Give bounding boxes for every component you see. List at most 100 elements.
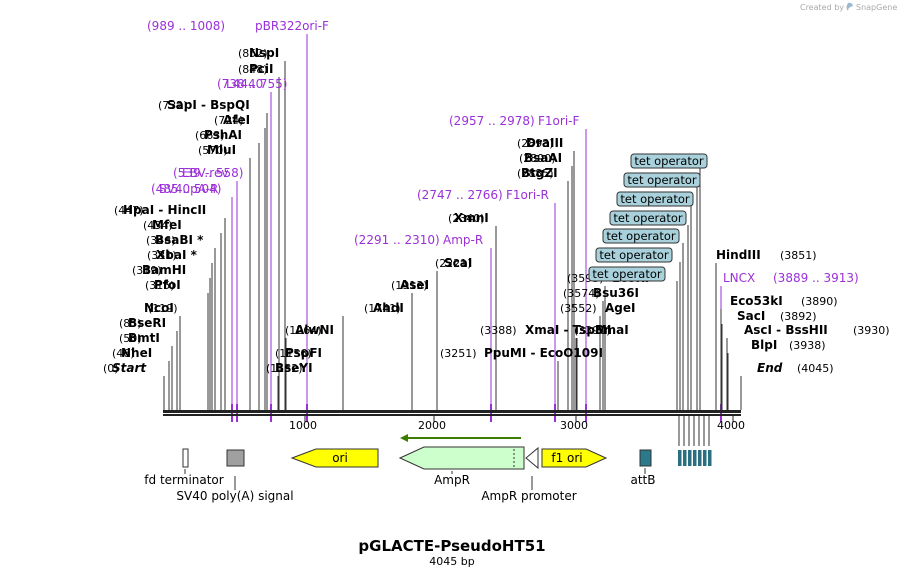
site-position-smai: (3390) xyxy=(574,324,611,337)
site-name-pshai: PshAI xyxy=(204,128,242,142)
site-name-pspfi: PspFI xyxy=(285,346,322,360)
site-name-bsabi: BsaBI * xyxy=(155,233,204,247)
plasmid-length: 4045 bp xyxy=(429,555,474,568)
tet-operator-block-7 xyxy=(708,450,712,466)
site-position-nspi: (852) xyxy=(238,47,268,60)
site-position-sv40pa-r: (485 .. 504) xyxy=(151,182,221,196)
plasmid-name: pGLACTE-PseudoHT51 xyxy=(358,537,545,555)
site-position-draiii: (2893) xyxy=(517,137,554,150)
site-name-f1ori-r: F1ori-R xyxy=(506,188,549,202)
site-position-mlui: (570) xyxy=(198,144,228,157)
site-position-ebv-rev: (539 .. 558) xyxy=(173,166,243,180)
tet-operator-badge-7 xyxy=(588,266,666,282)
site-name-bamhi: BamHI xyxy=(142,263,186,277)
tet-operator-label-5: tet operator xyxy=(606,229,675,243)
site-position-xmni: (2340) xyxy=(448,212,485,225)
site-position-bseri: (85) xyxy=(119,317,142,330)
tet-operator-label-2: tet operator xyxy=(627,173,696,187)
site-name-ncoi: NcoI xyxy=(144,301,174,315)
sv40-polya-mark xyxy=(226,449,245,467)
site-name-bsaai: BsaAI xyxy=(524,151,562,165)
site-position-lncx: (3889 .. 3913) xyxy=(773,271,859,285)
site-position-asei: (1913) xyxy=(391,279,428,292)
tet-operator-badge-1 xyxy=(630,153,708,169)
site-name-sv40pa-r: SV40pA-R xyxy=(159,182,218,196)
site-name-ebv-rev: EBV-rev xyxy=(182,166,228,180)
site-position-nhei: (46) xyxy=(112,347,135,360)
ampr-promoter-arrow xyxy=(525,446,539,470)
credit-brand: SnapGene xyxy=(856,3,897,12)
site-name-l4440: L4440 xyxy=(226,77,263,91)
feature-ampr-promoter: AmpR promoter xyxy=(481,489,576,503)
site-name-mlui: MluI xyxy=(207,143,236,157)
tet-operator-label-1: tet operator xyxy=(634,154,703,168)
site-position-alwni: (1264) xyxy=(285,324,322,337)
attb-mark xyxy=(639,449,652,467)
site-position-bamhi: (319) xyxy=(132,264,162,277)
site-name-smai: SmaI xyxy=(595,323,629,337)
site-leader-lines xyxy=(163,34,742,422)
backbone-strand-top xyxy=(163,410,741,413)
site-position-saci: (3892) xyxy=(780,310,817,323)
site-position-bsabi: (346) xyxy=(146,234,176,247)
site-name-lncx: LNCX xyxy=(723,271,755,285)
site-position-agei: (3552) xyxy=(560,302,597,315)
ruler-label-4000: 4000 xyxy=(717,419,745,432)
tet-operator-badge-4 xyxy=(609,210,687,226)
features: fd terminator SV40 poly(A) signal ori Am… xyxy=(144,416,712,503)
site-name-agei: AgeI xyxy=(605,301,635,315)
ampr-arrow xyxy=(398,446,525,470)
site-position-xbai: (331) xyxy=(147,249,177,262)
site-position-ncoi: (119) xyxy=(148,302,178,315)
site-name-nspi: NspI xyxy=(249,46,279,60)
site-name-alwni: AlwNI xyxy=(295,323,334,337)
site-position-ahdi: (1741) xyxy=(364,302,401,315)
tet-operator-block-6 xyxy=(703,450,707,466)
tet-operator-label-4: tet operator xyxy=(613,211,682,225)
fd-terminator-mark xyxy=(182,448,189,468)
site-position-ppumi-ecoo109i: (3251) xyxy=(440,347,477,360)
site-name-draiii: DraIII xyxy=(526,136,563,150)
tet-operator-label-7: tet operator xyxy=(592,267,661,281)
site-name-f1ori-f: F1ori-F xyxy=(538,114,579,128)
site-labels: (989 .. 1008)pBR322ori-F(852)NspI(848)Pc… xyxy=(103,19,890,375)
site-name-xmai-tspmi: XmaI - TspMI xyxy=(525,323,611,337)
site-name-pfoi: PfoI xyxy=(154,278,181,292)
site-name-scai: ScaI xyxy=(444,256,472,270)
site-position-f1ori-r: (2747 .. 2766) xyxy=(417,188,503,202)
site-name-start: Start xyxy=(112,361,147,375)
site-name-ppumi-ecoo109i: PpuMI - EcoO109I xyxy=(484,346,603,360)
tet-operator-block-1 xyxy=(678,450,682,466)
site-name-mfei: MfeI xyxy=(152,218,182,232)
site-position-mfei: (434) xyxy=(143,219,173,232)
site-position-start: (0) xyxy=(103,362,119,375)
site-position-hindiii: (3851) xyxy=(780,249,817,262)
site-name-eco53ki: Eco53kI xyxy=(730,294,783,308)
site-name-end: End xyxy=(757,361,783,375)
site-position-f1ori-f: (2957 .. 2978) xyxy=(449,114,535,128)
f1-ori-arrow xyxy=(541,448,608,468)
site-name-sapi-bspqi: SapI - BspQI xyxy=(167,98,250,112)
site-position-hpai-hincii: (447) xyxy=(114,204,144,217)
feature-fd-terminator: fd terminator xyxy=(144,473,223,487)
site-name-bseyi: BseYI xyxy=(275,361,313,375)
site-position-pfoi: (315) xyxy=(145,279,175,292)
site-position-bmti: (50) xyxy=(119,332,142,345)
site-name-pbr322ori-f: pBR322ori-F xyxy=(255,19,329,33)
site-position-afei: (724) xyxy=(214,114,244,127)
site-name-bmti: BmtI xyxy=(128,331,160,345)
site-name-blpi: BlpI xyxy=(751,338,777,352)
tet-operator-badge-6 xyxy=(595,247,673,263)
tet-operator-label-6: tet operator xyxy=(599,248,668,262)
site-position-sapi-bspqi: (732) xyxy=(158,99,188,112)
snapgene-logo-icon xyxy=(846,2,853,11)
site-position-end: (4045) xyxy=(797,362,834,375)
site-name-btgzi: BtgZI xyxy=(521,166,558,180)
feature-f1-ori: f1 ori xyxy=(551,451,582,465)
site-name-pcii: PciI xyxy=(249,62,274,76)
site-name-afei: AfeI xyxy=(223,113,250,127)
tet-operator-badge-3 xyxy=(616,191,694,207)
feature-attb: attB xyxy=(631,473,656,487)
site-name-hpai-hincii: HpaI - HincII xyxy=(123,203,206,217)
